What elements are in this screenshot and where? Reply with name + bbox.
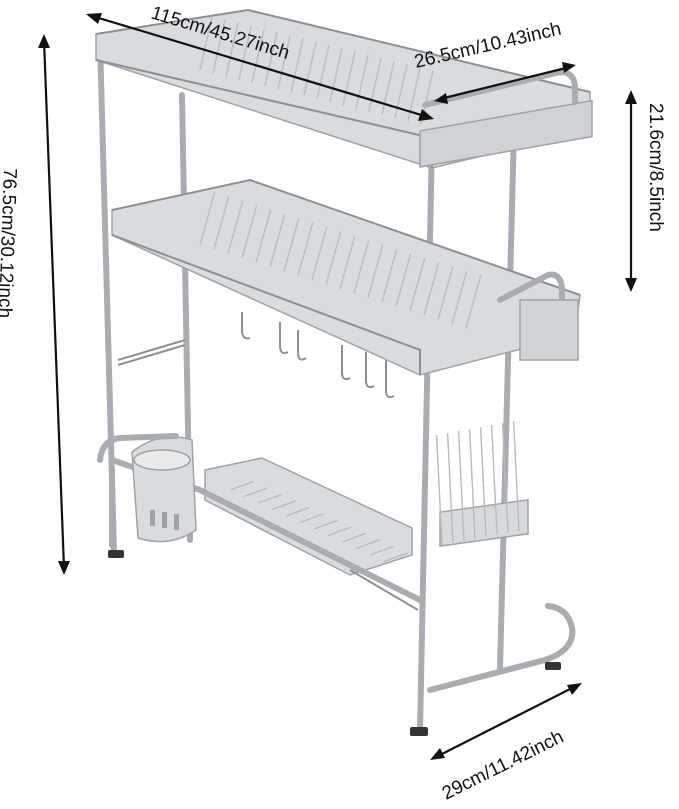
top-tier-basket bbox=[95, 8, 593, 169]
wire-divider bbox=[290, 38, 304, 93]
dish-rack-illustration bbox=[95, 8, 593, 736]
rack-feet bbox=[108, 550, 561, 736]
wire-divider bbox=[316, 44, 330, 99]
wire-divider bbox=[285, 506, 310, 517]
utensil-holder-cup bbox=[97, 433, 197, 543]
wire-divider bbox=[199, 16, 213, 71]
wire-divider bbox=[394, 64, 408, 119]
side-wire-basket bbox=[427, 421, 576, 693]
wire-divider bbox=[479, 427, 487, 538]
wire-divider bbox=[311, 227, 328, 281]
middle-tier-basket bbox=[111, 178, 581, 376]
wire-divider bbox=[213, 196, 230, 250]
wire-divider bbox=[342, 51, 356, 106]
wire-divider bbox=[229, 480, 254, 491]
wire-divider bbox=[457, 431, 465, 542]
wire-divider bbox=[446, 433, 454, 544]
wire-divider bbox=[353, 240, 370, 294]
wire-divider bbox=[271, 500, 296, 511]
wire-divider bbox=[277, 35, 291, 90]
wire-divider bbox=[299, 513, 324, 524]
wire-divider bbox=[395, 253, 412, 307]
wire-divider bbox=[501, 423, 509, 534]
wire-divider bbox=[381, 249, 398, 303]
wire-divider bbox=[283, 218, 300, 272]
wire-divider bbox=[327, 526, 352, 537]
wire-divider bbox=[329, 48, 343, 103]
dimension-arrow-depth bbox=[430, 683, 582, 760]
wire-divider bbox=[225, 22, 239, 77]
dimension-label-tier-gap: 21.6cm/8.5inch bbox=[645, 103, 666, 232]
utensil-hooks bbox=[241, 312, 395, 399]
wire-divider bbox=[381, 60, 395, 115]
wire-divider bbox=[468, 429, 476, 540]
wire-divider bbox=[367, 244, 384, 298]
wire-divider bbox=[243, 487, 268, 498]
wire-divider bbox=[212, 19, 226, 74]
dimension-arrow-tier-gap bbox=[625, 90, 637, 292]
wire-divider bbox=[451, 271, 468, 325]
wire-divider bbox=[325, 231, 342, 285]
wire-divider bbox=[313, 519, 338, 530]
wire-divider bbox=[241, 205, 258, 259]
wire-divider bbox=[297, 222, 314, 276]
dimension-label-depth: 29cm/11.42inch bbox=[439, 726, 567, 804]
wire-divider bbox=[437, 266, 454, 320]
wire-divider bbox=[435, 435, 443, 546]
dimension-arrow-length bbox=[86, 13, 434, 121]
wire-divider bbox=[227, 200, 244, 254]
dimension-label-height: 76.5cm/30.12inch bbox=[0, 168, 20, 319]
wire-divider bbox=[512, 421, 520, 532]
dimension-label-inner-width: 26.5cm/10.43inch bbox=[412, 19, 563, 73]
wire-divider bbox=[490, 425, 498, 536]
wire-divider bbox=[409, 257, 426, 312]
wire-divider bbox=[257, 493, 282, 504]
wire-divider bbox=[341, 532, 366, 543]
wire-divider bbox=[423, 262, 440, 316]
wire-divider bbox=[383, 552, 408, 563]
wire-divider bbox=[465, 275, 482, 329]
wire-divider bbox=[264, 32, 278, 87]
wire-divider bbox=[238, 25, 252, 80]
wire-divider bbox=[369, 545, 394, 556]
wire-divider bbox=[269, 213, 286, 268]
wire-divider bbox=[339, 235, 356, 290]
dimension-arrow-height bbox=[38, 34, 70, 575]
dimension-arrow-inner-width bbox=[434, 62, 576, 104]
wire-divider bbox=[303, 41, 317, 96]
wire-divider bbox=[355, 539, 380, 550]
wire-divider bbox=[355, 54, 369, 109]
wire-divider bbox=[368, 57, 382, 112]
wire-divider bbox=[199, 191, 216, 246]
wire-divider bbox=[255, 209, 272, 263]
wire-divider bbox=[251, 28, 265, 83]
